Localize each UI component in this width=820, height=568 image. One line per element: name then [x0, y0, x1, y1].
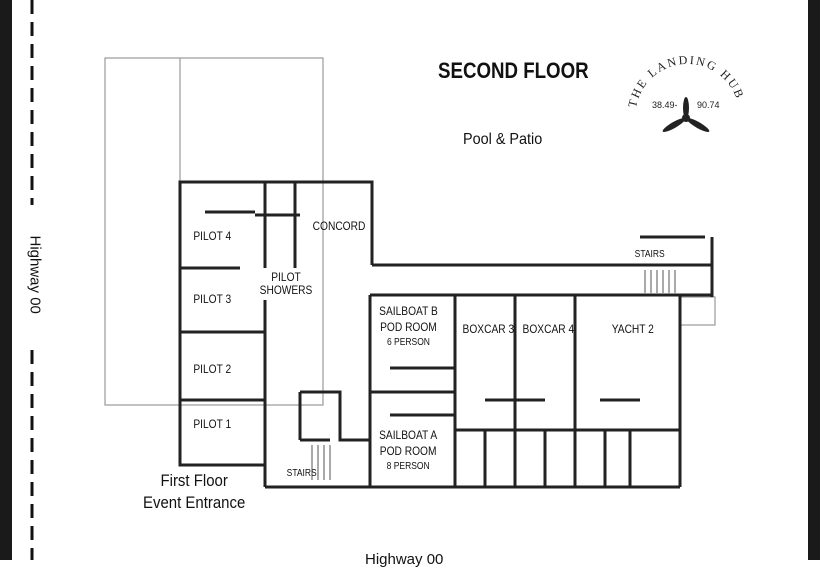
room-sailboat-b: SAILBOAT B POD ROOM 6 PERSON — [379, 303, 438, 351]
sailboat-b-line1: SAILBOAT B — [379, 304, 438, 318]
sailboat-b-line2: POD ROOM — [380, 320, 437, 334]
pilot-showers-line1: PILOT — [271, 270, 301, 284]
room-yacht-2: YACHT 2 — [611, 322, 654, 336]
entrance-line2: Event Entrance — [143, 493, 246, 512]
logo-coord-right: 90.74 — [697, 100, 720, 110]
logo-coord-left: 38.49- — [652, 100, 678, 110]
room-pilot-4: PILOT 4 — [193, 229, 232, 243]
room-boxcar-3: BOXCAR 3 — [462, 322, 515, 336]
room-pilot-3: PILOT 3 — [193, 292, 232, 306]
room-boxcar-4: BOXCAR 4 — [522, 322, 575, 336]
room-sailboat-a: SAILBOAT A POD ROOM 8 PERSON — [379, 427, 437, 475]
stairs-treads — [311, 270, 676, 480]
room-pilot-2: PILOT 2 — [193, 362, 232, 376]
propeller-icon — [662, 97, 710, 132]
event-entrance-label: First Floor Event Entrance — [143, 470, 245, 514]
stairs-bottom-label: STAIRS — [286, 468, 317, 479]
highway-label-left: Highway 00 — [26, 235, 44, 314]
right-border — [808, 0, 820, 560]
pool-patio-area — [104, 57, 324, 406]
walls — [178, 180, 714, 489]
entrance-line1: First Floor — [160, 471, 228, 490]
sailboat-a-line1: SAILBOAT A — [379, 428, 438, 442]
pool-patio-label: Pool & Patio — [463, 131, 543, 148]
sailboat-a-line2: POD ROOM — [379, 444, 437, 458]
sailboat-b-line3: 6 PERSON — [386, 337, 430, 348]
room-pilot-showers: PILOT SHOWERS — [260, 271, 313, 297]
sailboat-a-line3: 8 PERSON — [386, 461, 430, 472]
stairs-top-label: STAIRS — [634, 249, 665, 260]
page-title: SECOND FLOOR — [438, 58, 589, 83]
pilot-showers-line2: SHOWERS — [259, 283, 313, 297]
room-pilot-1: PILOT 1 — [193, 417, 232, 431]
left-border — [0, 0, 12, 560]
room-concord: CONCORD — [312, 219, 366, 233]
